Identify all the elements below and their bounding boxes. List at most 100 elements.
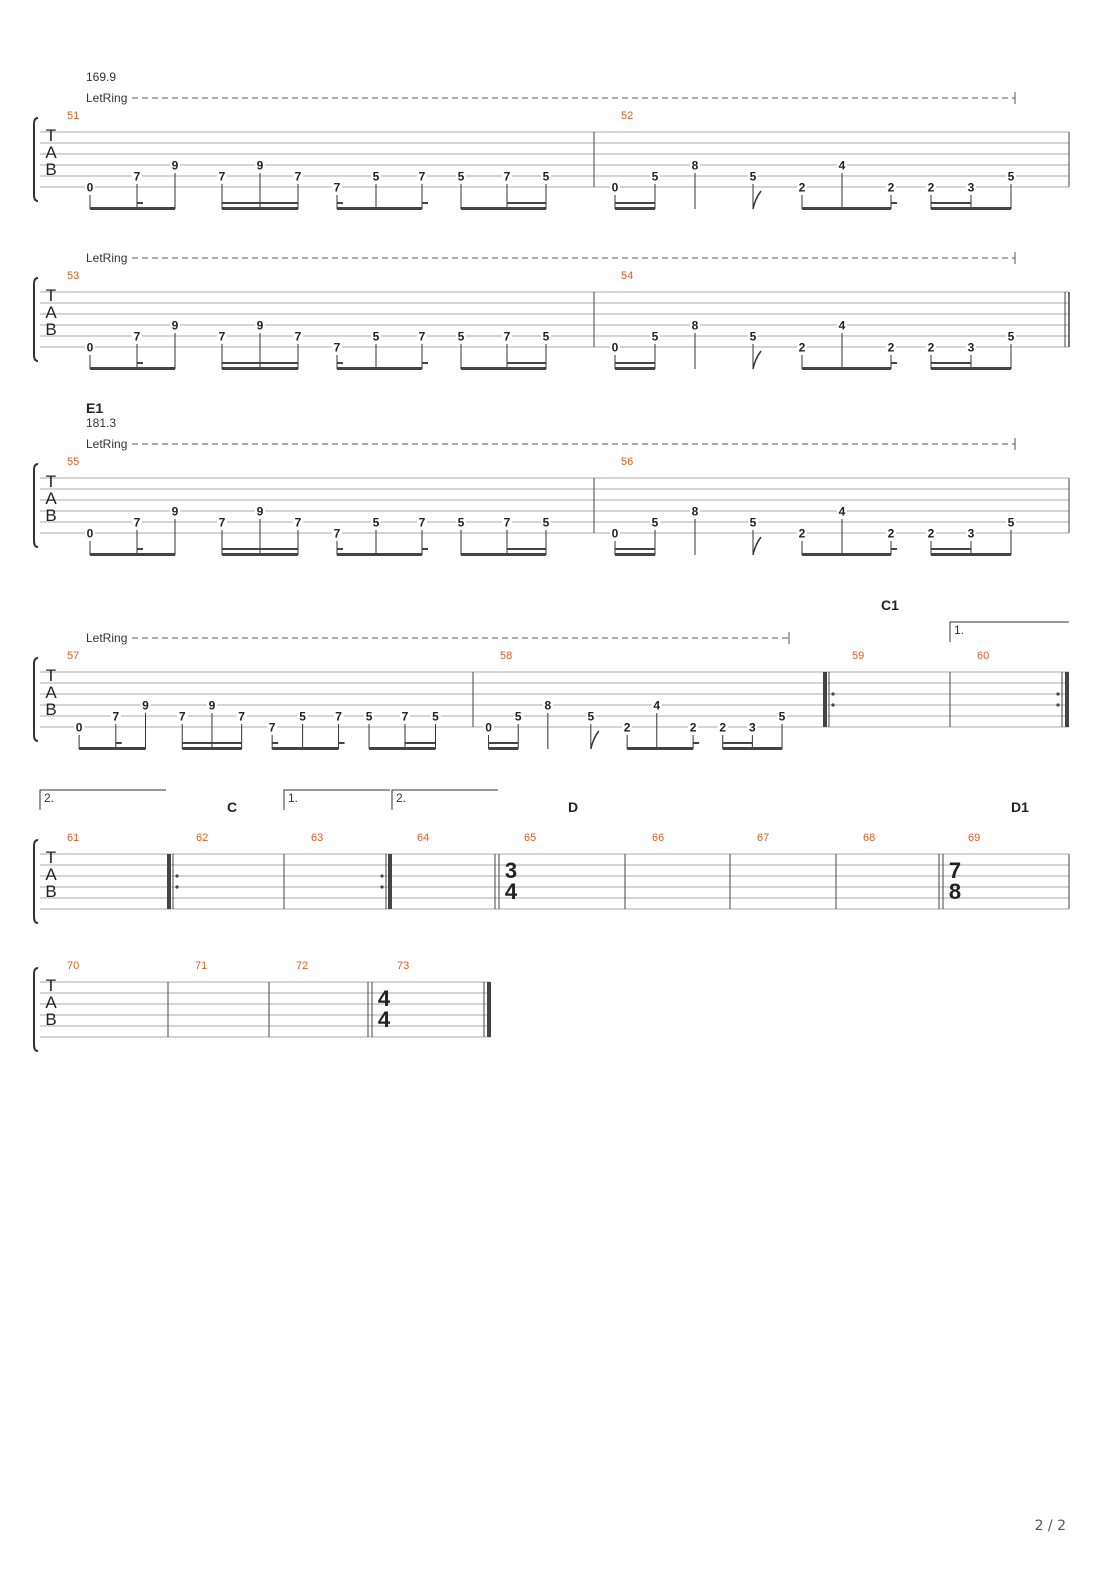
measure: 62C bbox=[167, 799, 237, 909]
bar-number: 69 bbox=[968, 832, 980, 844]
bar-number: 57 bbox=[67, 650, 79, 662]
fret-number: 3 bbox=[968, 341, 975, 355]
tab-clef-letter: A bbox=[45, 993, 57, 1012]
bar-number: 66 bbox=[652, 832, 664, 844]
beam-secondary bbox=[260, 202, 298, 204]
beam bbox=[931, 207, 1011, 210]
letring-label: LetRing bbox=[86, 91, 127, 105]
beam-stub bbox=[337, 362, 343, 364]
tab-clef-letter: A bbox=[45, 865, 57, 884]
letring-label: LetRing bbox=[86, 251, 127, 265]
beam-secondary bbox=[260, 362, 298, 364]
fret-number: 7 bbox=[219, 170, 226, 184]
fret-bg bbox=[502, 170, 512, 182]
fret-number: 7 bbox=[295, 330, 302, 344]
time-signature-denominator: 4 bbox=[505, 879, 518, 904]
fret-number: 9 bbox=[172, 319, 179, 333]
fret-bg bbox=[886, 527, 896, 539]
fret-bg bbox=[1006, 170, 1016, 182]
fret-number: 4 bbox=[839, 319, 846, 333]
fret-bg bbox=[456, 330, 466, 342]
fret-number: 0 bbox=[612, 181, 619, 195]
fret-number: 5 bbox=[543, 330, 550, 344]
measure: 631. bbox=[283, 789, 390, 909]
fret-number: 7 bbox=[219, 330, 226, 344]
beam-stub bbox=[137, 202, 143, 204]
beam bbox=[802, 207, 891, 210]
beam-stub bbox=[338, 742, 345, 744]
beam bbox=[931, 553, 1011, 556]
fret-number: 2 bbox=[888, 341, 895, 355]
bar-number: 62 bbox=[196, 832, 208, 844]
fret-number: 5 bbox=[750, 516, 757, 530]
fret-bg bbox=[456, 170, 466, 182]
fret-bg bbox=[837, 505, 847, 517]
fret-number: 2 bbox=[799, 181, 806, 195]
repeat-dot bbox=[380, 885, 384, 889]
beam bbox=[272, 747, 339, 750]
beam-secondary bbox=[182, 742, 212, 744]
beam bbox=[337, 367, 422, 370]
beam bbox=[488, 747, 519, 750]
fret-number: 5 bbox=[543, 170, 550, 184]
repeat-dot bbox=[1056, 692, 1060, 696]
system-bracket bbox=[33, 277, 39, 362]
fret-number: 8 bbox=[692, 159, 699, 173]
fret-bg bbox=[886, 341, 896, 353]
fret-bg bbox=[132, 170, 142, 182]
fret-number: 4 bbox=[653, 699, 660, 713]
fret-number: 5 bbox=[458, 170, 465, 184]
fret-number: 8 bbox=[692, 319, 699, 333]
repeat-dot bbox=[175, 874, 179, 878]
fret-number: 5 bbox=[652, 330, 659, 344]
system-bracket bbox=[33, 839, 39, 924]
beam-secondary bbox=[615, 202, 655, 204]
fret-bg bbox=[502, 516, 512, 528]
bar-number: 56 bbox=[621, 456, 633, 468]
fret-bg bbox=[332, 527, 342, 539]
beam bbox=[79, 747, 146, 750]
time-signature-denominator: 4 bbox=[378, 1007, 391, 1032]
fret-number: 2 bbox=[928, 341, 935, 355]
note-flag bbox=[752, 350, 762, 370]
tab-clef-letter: T bbox=[46, 472, 56, 491]
tab-clef-letter: T bbox=[46, 976, 56, 995]
fret-number: 7 bbox=[419, 330, 426, 344]
fret-number: 9 bbox=[257, 159, 264, 173]
volta-label: 1. bbox=[288, 791, 298, 805]
volta-label: 1. bbox=[954, 623, 964, 637]
beam-secondary bbox=[507, 362, 546, 364]
fret-number: 0 bbox=[612, 527, 619, 541]
beam bbox=[722, 747, 783, 750]
fret-bg bbox=[1006, 516, 1016, 528]
tab-clef-letter: B bbox=[45, 1010, 56, 1029]
system-bracket bbox=[33, 463, 39, 548]
fret-bg bbox=[217, 170, 227, 182]
volta-bracket: 1. bbox=[949, 621, 1069, 642]
fret-number: 5 bbox=[1008, 170, 1015, 184]
beam-secondary bbox=[931, 202, 971, 204]
fret-number: 7 bbox=[179, 710, 186, 724]
fret-number: 5 bbox=[543, 516, 550, 530]
fret-number: 5 bbox=[652, 516, 659, 530]
fret-number: 7 bbox=[112, 710, 119, 724]
fret-bg bbox=[267, 721, 278, 733]
measure: 642. bbox=[380, 789, 498, 909]
fret-number: 7 bbox=[419, 170, 426, 184]
bar-number: 68 bbox=[863, 832, 875, 844]
volta-bracket: 2. bbox=[391, 789, 498, 810]
beam-stub bbox=[272, 742, 279, 744]
beam bbox=[615, 207, 655, 210]
fret-bg bbox=[217, 516, 227, 528]
beam-secondary bbox=[260, 548, 298, 550]
